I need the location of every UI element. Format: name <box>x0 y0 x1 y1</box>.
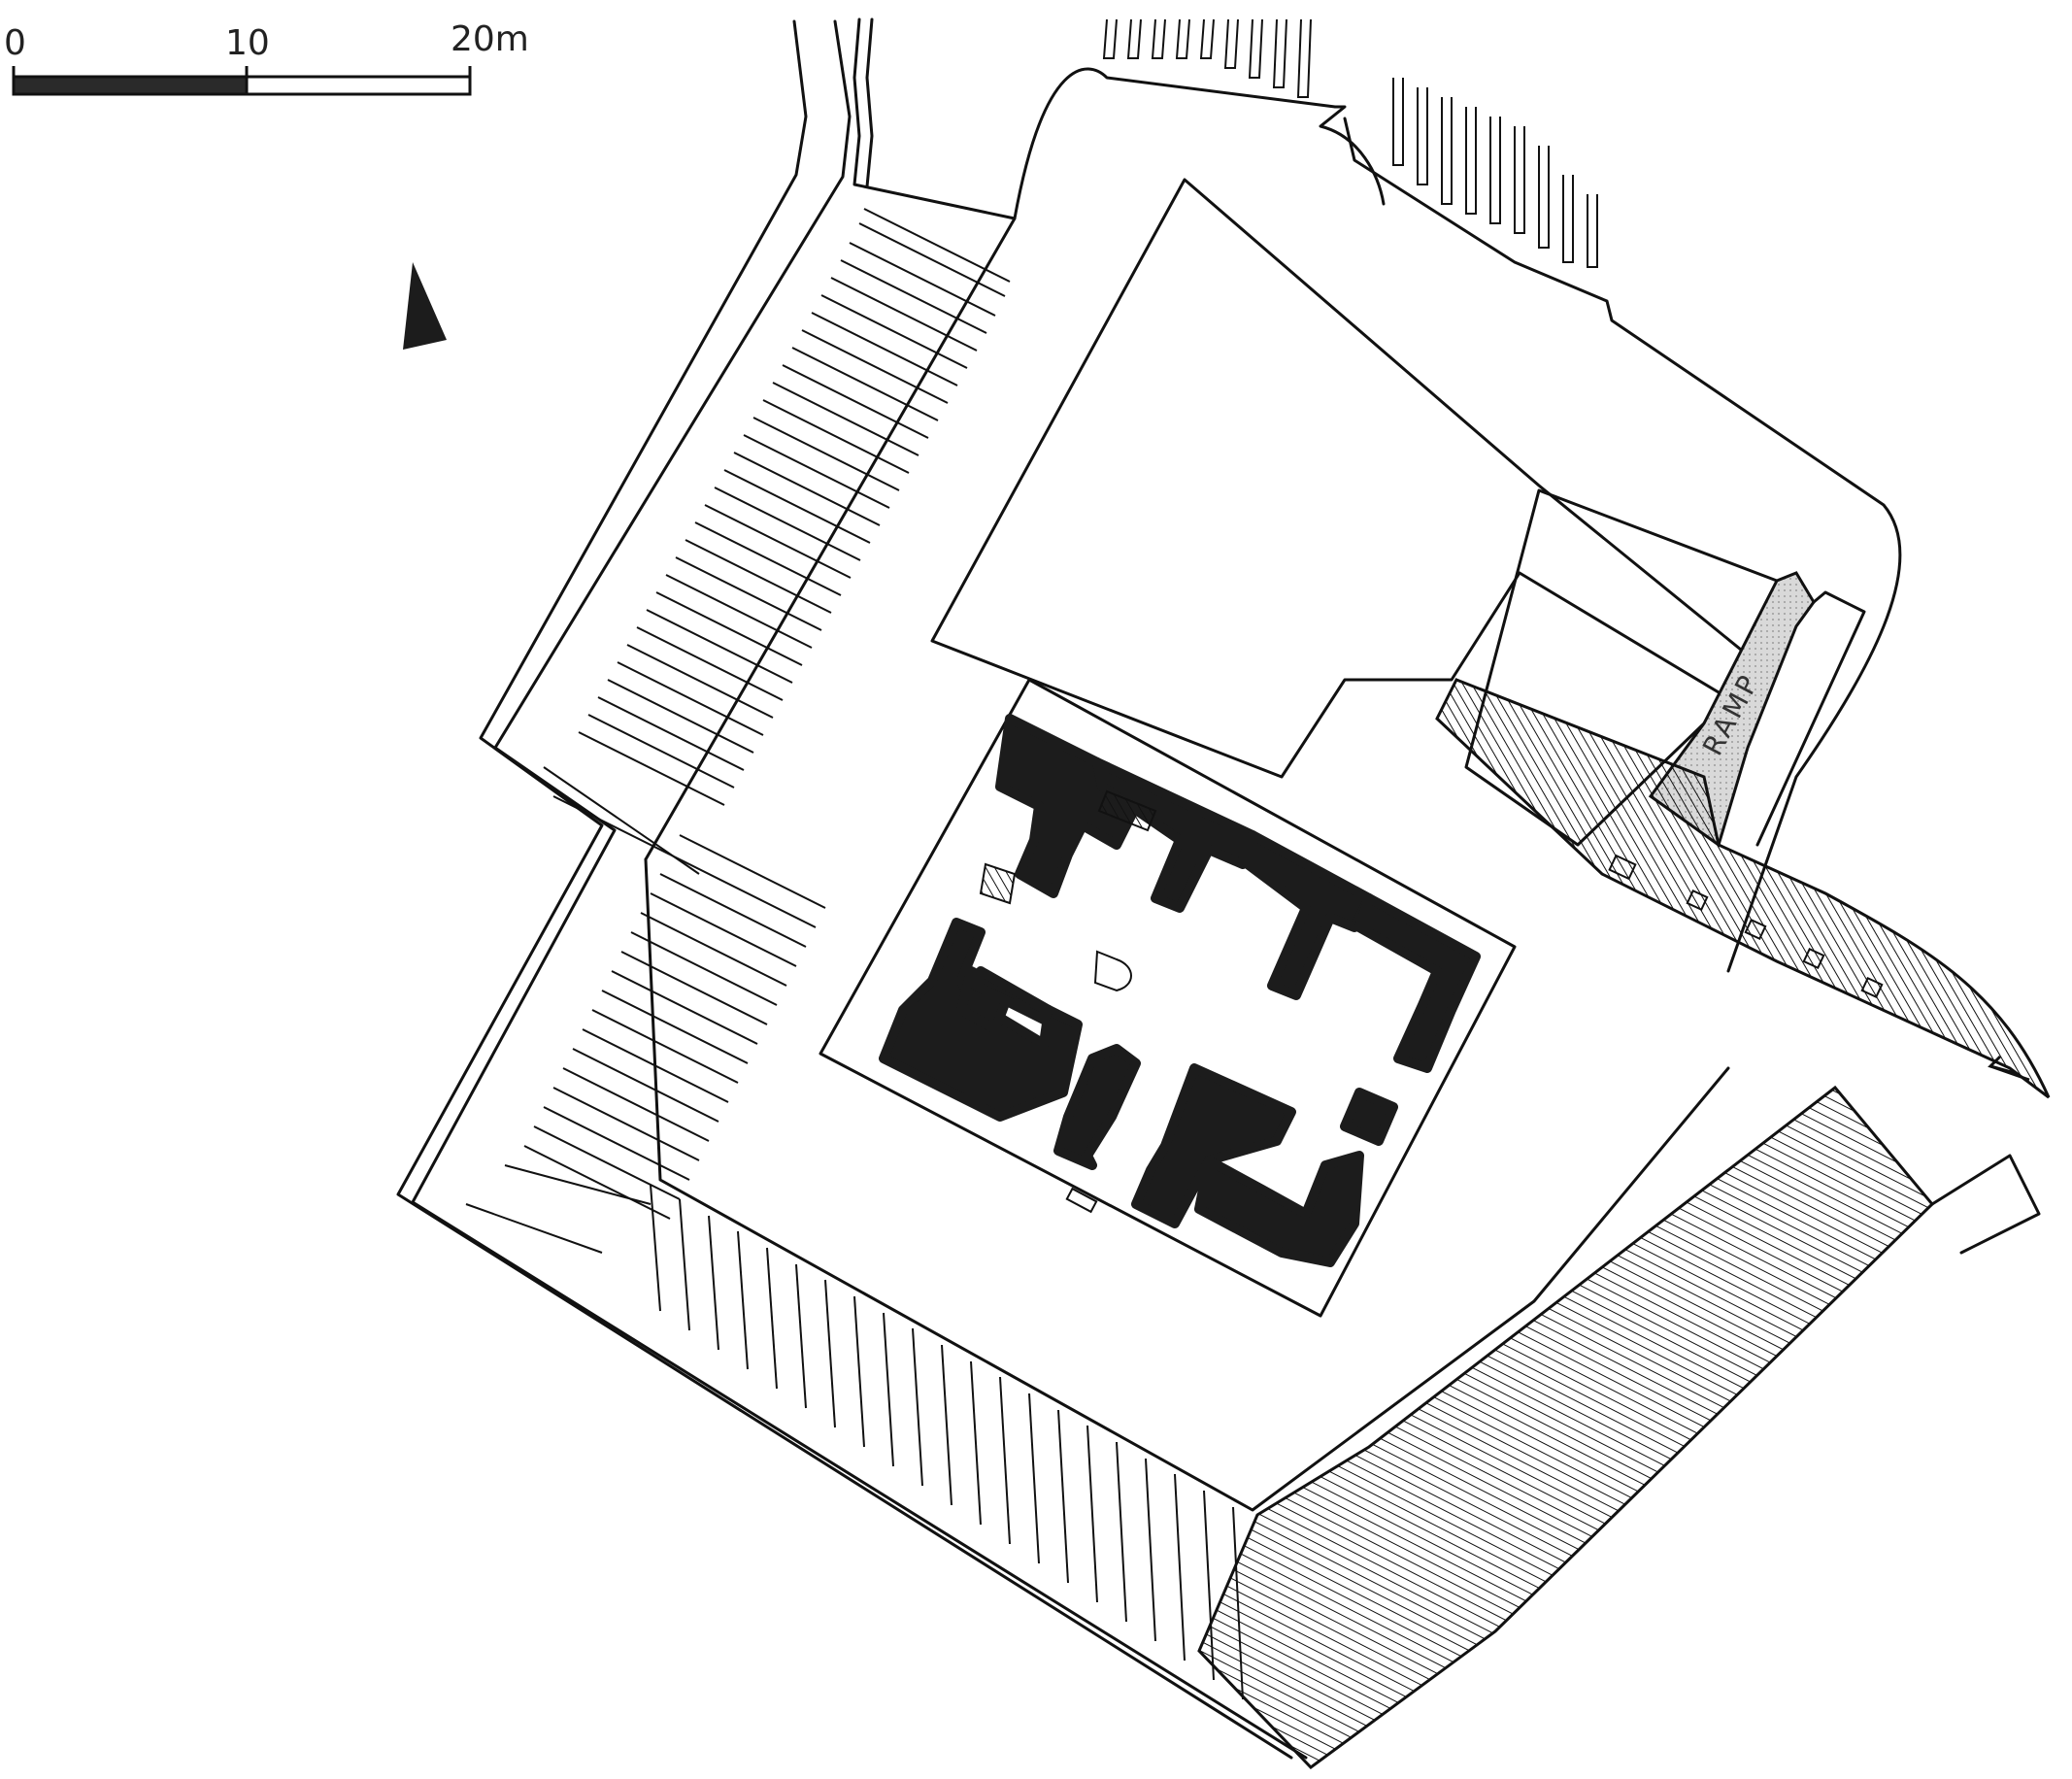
north-ridge-bays <box>1102 18 1598 268</box>
scale-bar: 0 10 20m <box>4 19 529 96</box>
building-walls <box>879 714 1481 1267</box>
scale-label-10: 10 <box>225 23 270 63</box>
main-building-precinct <box>819 678 1517 1318</box>
inner-enclosure-wall <box>644 17 1017 861</box>
inner-enclosure-east-wall <box>1343 117 1902 973</box>
scale-label-20m: 20m <box>451 19 529 59</box>
scale-label-0: 0 <box>4 23 26 63</box>
walkway-markers <box>1608 854 1884 999</box>
inner-enclosure-south-wall <box>644 857 1730 1512</box>
upper-courtyard <box>930 178 1774 779</box>
southwest-corridor-ribs <box>465 834 826 1254</box>
north-arrow-icon <box>403 262 447 350</box>
south-corridor-ribs <box>650 1184 1244 1700</box>
entrance-arrow-shaft <box>1989 1064 2030 1082</box>
inner-enclosure-north-wall <box>1013 67 1386 220</box>
ramp-east-wall <box>1755 590 1866 847</box>
outer-enclosure-wall <box>396 19 1293 1760</box>
altar-feature <box>1093 950 1132 992</box>
southeast-paved-area-step <box>1930 1154 2041 1255</box>
outer-enclosure-wall-inner <box>411 19 1308 1760</box>
ramp-walkway <box>1435 678 2051 1099</box>
southeast-paved-area <box>1197 1085 1935 1769</box>
inner-enclosure-wall-inner <box>865 17 874 188</box>
building-interior-features <box>979 789 1157 1214</box>
west-corridor-ribs <box>543 208 1011 875</box>
